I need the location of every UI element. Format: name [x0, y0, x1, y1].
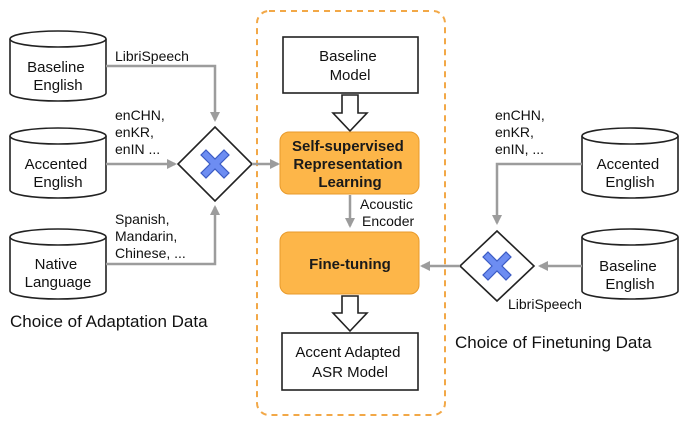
ssl-line2: Representation	[293, 156, 402, 173]
db-accented-english-line2: English	[33, 174, 82, 191]
arrow-native-to-merge	[106, 205, 220, 266]
output-model-line1: Accent Adapted	[295, 344, 400, 361]
baseline-model-line2: Model	[330, 67, 371, 84]
ssl-line1: Self-supervised	[292, 138, 404, 155]
finetuning-box: Fine-tuning	[279, 231, 420, 295]
baseline-model-box: Baseline Model	[282, 36, 419, 94]
db-accented-english-right: Accented English	[581, 127, 679, 199]
arrow-accented-right-to-merge	[492, 162, 582, 225]
db-baseline-english-line2: English	[33, 77, 82, 94]
svg-text:Baseline English: Baseline English	[27, 59, 89, 94]
ssl-line3: Learning	[318, 174, 381, 191]
db-native-language-line2: Language	[25, 274, 92, 291]
svg-text:Fine-tuning: Fine-tuning	[309, 256, 391, 273]
db-native-language-line1: Native	[35, 256, 78, 273]
merge-diamond-right	[458, 229, 536, 303]
note-accented-left: enCHN, enKR, enIN ...	[115, 107, 169, 157]
svg-text:Baseline Model: Baseline Model	[319, 48, 381, 84]
ssl-box: Self-supervised Representation Learning	[279, 131, 420, 195]
db-baseline-english-line1: Baseline	[27, 59, 85, 76]
db-baseline-english: Baseline English	[9, 30, 107, 102]
svg-text:Accented English: Accented English	[597, 156, 664, 191]
finetuning-label: Fine-tuning	[309, 256, 391, 273]
label-acoustic-encoder: Acoustic Encoder	[360, 196, 417, 229]
pipeline-dashed-frame	[256, 10, 446, 416]
output-model-line2: ASR Model	[312, 364, 388, 381]
note-librispeech-right: LibriSpeech	[508, 296, 582, 312]
output-model-box: Accent Adapted ASR Model	[281, 332, 419, 391]
db-native-language: Native Language	[9, 228, 107, 300]
note-accented-right: enCHN, enKR, enIN, ...	[495, 107, 549, 157]
arrow-baseline-to-merge	[106, 64, 220, 122]
note-native-left: Spanish, Mandarin, Chinese, ...	[115, 211, 186, 261]
svg-text:Accent Adapted ASR Model: Accent Adapted ASR Model	[295, 344, 404, 381]
db-accented-english-line1: Accented	[25, 156, 88, 173]
svg-text:Baseline English: Baseline English	[599, 258, 661, 293]
db-accented-english-right-line2: English	[605, 174, 654, 191]
hollow-arrow-finetuning-to-output	[331, 295, 369, 333]
db-baseline-english-right: Baseline English	[581, 228, 679, 300]
db-baseline-english-right-line1: Baseline	[599, 258, 657, 275]
svg-text:Self-supervised Represen: Self-supervised Representation Learning	[292, 138, 408, 191]
caption-adaptation-data: Choice of Adaptation Data	[10, 312, 208, 331]
merge-diamond-left	[176, 125, 254, 203]
db-accented-english: Accented English	[9, 127, 107, 199]
baseline-model-line1: Baseline	[319, 48, 377, 65]
svg-text:Accented English: Accented English	[25, 156, 92, 191]
caption-finetuning-data: Choice of Finetuning Data	[455, 333, 652, 352]
db-accented-english-right-line1: Accented	[597, 156, 660, 173]
hollow-arrow-baseline-to-ssl	[331, 94, 369, 133]
db-baseline-english-right-line2: English	[605, 276, 654, 293]
note-librispeech-left: LibriSpeech	[115, 48, 189, 64]
svg-text:Native Language: Native Language	[25, 256, 92, 291]
